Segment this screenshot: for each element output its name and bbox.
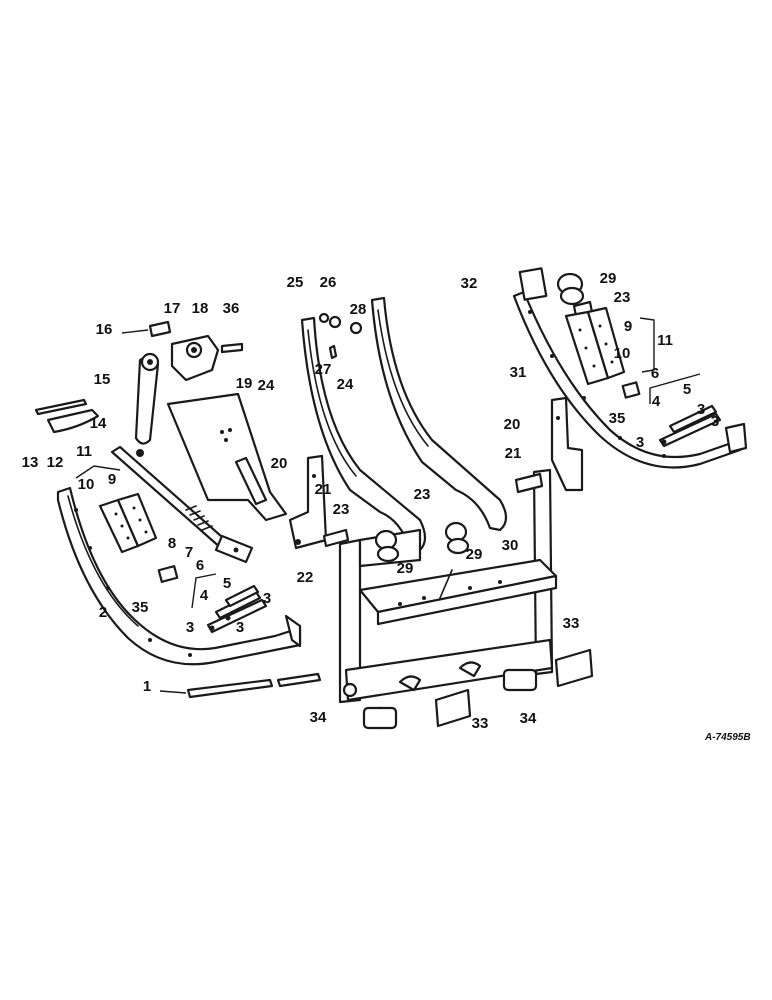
callout-c6: 6 <box>196 557 204 574</box>
left-arm-15 <box>134 352 160 457</box>
callout-c11: 11 <box>76 443 92 460</box>
callout-c17: 17 <box>164 300 181 317</box>
right-spacer-35 <box>621 381 641 399</box>
callout-c29a: 29 <box>397 560 414 577</box>
callout-c34b: 34 <box>520 710 537 727</box>
callout-c16: 16 <box>96 321 113 338</box>
callout-c3a: 3 <box>186 619 194 636</box>
callout-c28: 28 <box>350 301 367 318</box>
callout-c32: 32 <box>461 275 478 292</box>
callout-c13: 13 <box>22 454 39 471</box>
left-pads <box>34 398 100 434</box>
plate-32 <box>518 267 548 301</box>
cover-plate-19 <box>166 392 288 522</box>
callout-c3b: 3 <box>236 619 244 636</box>
callout-c24b: 24 <box>337 376 354 393</box>
callout-c3r2: 3 <box>711 413 719 430</box>
callout-c10r: 10 <box>614 345 631 362</box>
group-bracket-left-6 <box>191 573 217 609</box>
callout-c5: 5 <box>223 575 231 592</box>
callout-c9r: 9 <box>624 318 632 335</box>
callout-c3r1: 3 <box>697 401 705 418</box>
left-tension-rod <box>110 445 254 564</box>
left-spacer-35 <box>157 565 179 583</box>
callout-c18: 18 <box>192 300 209 317</box>
callout-c22: 22 <box>297 569 314 586</box>
callout-c31: 31 <box>510 364 527 381</box>
bolt-16 <box>121 320 172 338</box>
callout-c14: 14 <box>90 415 107 432</box>
callout-c20b: 20 <box>504 416 521 433</box>
bottom-rollers-34 <box>362 668 538 730</box>
callout-c7: 7 <box>185 544 193 561</box>
right-wear-plates <box>564 306 626 386</box>
left-wear-plates <box>98 492 158 554</box>
right-shims <box>658 404 722 448</box>
callout-c4: 4 <box>200 587 209 604</box>
callout-c33a: 33 <box>563 615 580 632</box>
left-curved-rail <box>56 486 302 666</box>
callout-c29b: 29 <box>466 546 483 563</box>
group-bracket-right-6 <box>649 373 701 404</box>
callout-c36: 36 <box>223 300 240 317</box>
center-rollers-29 <box>374 521 470 563</box>
callout-c29c: 29 <box>600 270 617 287</box>
callout-c9: 9 <box>108 471 116 488</box>
callout-c15: 15 <box>94 371 111 388</box>
callout-c10: 10 <box>78 476 95 493</box>
group-bracket-left-11 <box>75 465 121 479</box>
callout-c12: 12 <box>47 454 64 471</box>
callout-c5r: 5 <box>683 381 691 398</box>
callout-c25: 25 <box>287 274 304 291</box>
callout-c4r: 4 <box>652 393 661 410</box>
right-bracket-20 <box>550 396 584 492</box>
callout-c6r: 6 <box>651 365 659 382</box>
callout-c21b: 21 <box>505 445 522 462</box>
callout-c19: 19 <box>236 375 253 392</box>
bottom-plates-33 <box>434 648 594 728</box>
drawing-reference: A-74595B <box>704 732 751 743</box>
center-left-bracket-20 <box>288 454 328 550</box>
pin-36 <box>220 342 244 354</box>
right-curved-rail-31 <box>512 290 748 469</box>
callout-c30: 30 <box>502 537 519 554</box>
callout-c3r3: 3 <box>636 434 644 451</box>
callout-c11r: 11 <box>657 332 673 349</box>
small-pins <box>318 312 363 360</box>
callout-c24a: 24 <box>258 377 275 394</box>
callout-c35a: 35 <box>132 599 149 616</box>
left-shims <box>206 584 268 634</box>
callout-c23c: 23 <box>614 289 631 306</box>
callout-c23a: 23 <box>333 501 350 518</box>
callout-c27: 27 <box>315 361 332 378</box>
callout-c20a: 20 <box>271 455 288 472</box>
callout-c21a: 21 <box>315 481 332 498</box>
callout-c23b: 23 <box>414 486 431 503</box>
right-roller-29 <box>556 272 594 318</box>
pin-21-right <box>514 472 544 494</box>
callout-c34a: 34 <box>310 709 327 726</box>
callout-c33b: 33 <box>472 715 489 732</box>
pin-21-left <box>322 528 350 548</box>
upper-bracket-18 <box>170 334 220 382</box>
callout-c26: 26 <box>320 274 337 291</box>
callout-c35b: 35 <box>609 410 626 427</box>
group-bracket-right-11 <box>639 317 655 373</box>
callout-c1: 1 <box>143 678 151 695</box>
callout-c3c: 3 <box>263 590 271 607</box>
callout-c2: 2 <box>99 604 107 621</box>
bottom-bar <box>159 672 322 699</box>
callout-c8: 8 <box>168 535 176 552</box>
